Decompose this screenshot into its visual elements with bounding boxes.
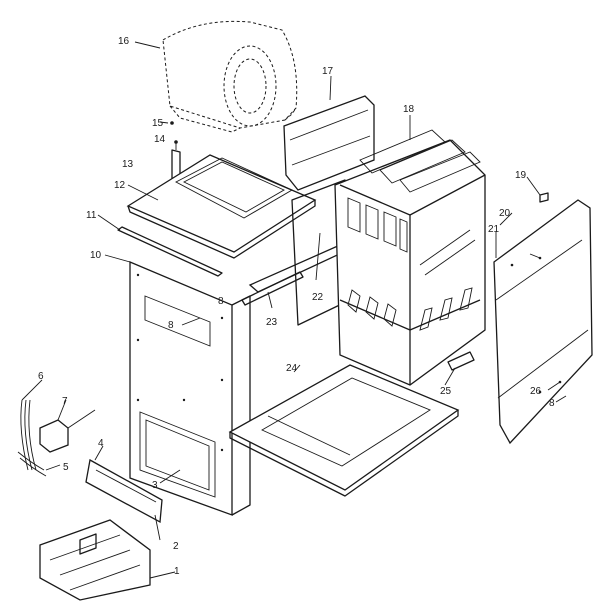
- callout-13: 13: [122, 159, 134, 170]
- callout-17: 17: [322, 66, 334, 77]
- base-pan: [228, 364, 460, 497]
- callout-labels: 1 2 3 4 5 6 7 8 8 8 10 11 12 13 14 15 16…: [38, 36, 555, 577]
- control-box: [39, 409, 96, 453]
- callout-8-b: 8: [168, 320, 174, 331]
- callout-14: 14: [154, 134, 166, 145]
- callout-5: 5: [63, 462, 69, 473]
- callout-6: 6: [38, 371, 44, 382]
- callout-4: 4: [98, 438, 104, 449]
- heat-exchanger: [334, 129, 486, 386]
- upper-panel: [283, 95, 375, 191]
- callout-16: 16: [118, 36, 130, 47]
- callout-19: 19: [515, 170, 527, 181]
- callout-11: 11: [86, 210, 97, 221]
- rail: [117, 226, 223, 277]
- callout-2: 2: [173, 541, 179, 552]
- callout-1: 1: [174, 566, 180, 577]
- fastener-19: [539, 192, 549, 203]
- callout-18: 18: [403, 104, 415, 115]
- burner-assembly: [39, 519, 151, 601]
- side-panel: [493, 199, 593, 445]
- callout-20: 20: [499, 208, 511, 219]
- callout-10: 10: [90, 250, 102, 261]
- callout-24: 24: [286, 363, 298, 374]
- callout-21: 21: [488, 224, 500, 235]
- leader-lines: [21, 41, 567, 579]
- callout-25: 25: [440, 386, 452, 397]
- small-bracket: [447, 351, 475, 371]
- callout-26: 26: [530, 386, 542, 397]
- callout-7: 7: [62, 396, 68, 407]
- callout-12: 12: [114, 180, 126, 191]
- callout-3: 3: [152, 480, 158, 491]
- cabinet-front: [129, 261, 251, 516]
- callout-8-c: 8: [549, 398, 555, 409]
- callout-8-a: 8: [218, 296, 224, 307]
- callout-23: 23: [266, 317, 278, 328]
- top-panel: [126, 154, 317, 259]
- wiring: [17, 399, 47, 477]
- filter-rail: [85, 458, 163, 524]
- callout-15: 15: [152, 118, 164, 129]
- callout-22: 22: [312, 292, 324, 303]
- blower-assembly: [162, 20, 298, 133]
